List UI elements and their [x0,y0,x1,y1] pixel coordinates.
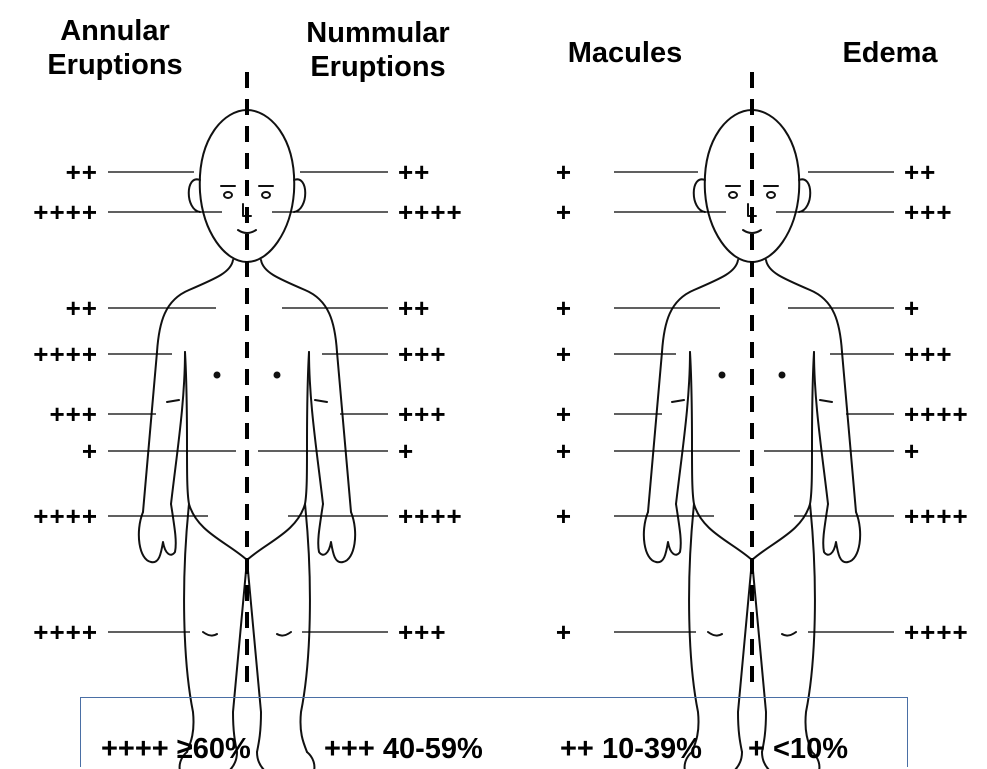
pointer-lines [108,172,894,632]
grade-edema-leg: ++++ [904,503,969,529]
grade-nummular-foot: +++ [398,619,447,645]
legend-item-under-10: + <10% [748,734,848,764]
legend-item-10-39: ++ 10-39% [560,734,702,764]
grade-macules-arm: + [534,341,594,367]
grade-annular-face: ++++ [33,199,98,225]
grade-nummular-leg: ++++ [398,503,463,529]
grade-annular-chest: ++ [66,295,98,321]
grade-macules-hand: + [534,401,594,427]
grade-nummular-chest: ++ [398,295,430,321]
grade-edema-genital: + [904,438,920,464]
grade-nummular-genital: + [398,438,414,464]
legend-box: ++++ ≥60% +++ 40-59% ++ 10-39% + <10% [80,697,908,767]
legend-item-40-59: +++ 40-59% [324,734,483,764]
grade-nummular-arm: +++ [398,341,447,367]
grade-macules-genital: + [534,438,594,464]
grade-edema-foot: ++++ [904,619,969,645]
grade-annular-hand: +++ [49,401,98,427]
grade-macules-face: + [534,199,594,225]
grade-annular-leg: ++++ [33,503,98,529]
grade-macules-chest: + [534,295,594,321]
grade-annular-arm: ++++ [33,341,98,367]
grade-edema-arm: +++ [904,341,953,367]
grade-edema-chest: + [904,295,920,321]
grade-nummular-face: ++++ [398,199,463,225]
grade-macules-leg: + [534,503,594,529]
grade-nummular-head: ++ [398,159,430,185]
grade-annular-genital: + [82,438,98,464]
grade-annular-head: ++ [66,159,98,185]
grade-edema-hand: ++++ [904,401,969,427]
grade-edema-face: +++ [904,199,953,225]
grade-edema-head: ++ [904,159,936,185]
grade-nummular-hand: +++ [398,401,447,427]
grade-annular-foot: ++++ [33,619,98,645]
legend-item-60: ++++ ≥60% [101,734,251,764]
grade-macules-head: + [534,159,594,185]
grade-macules-foot: + [534,619,594,645]
